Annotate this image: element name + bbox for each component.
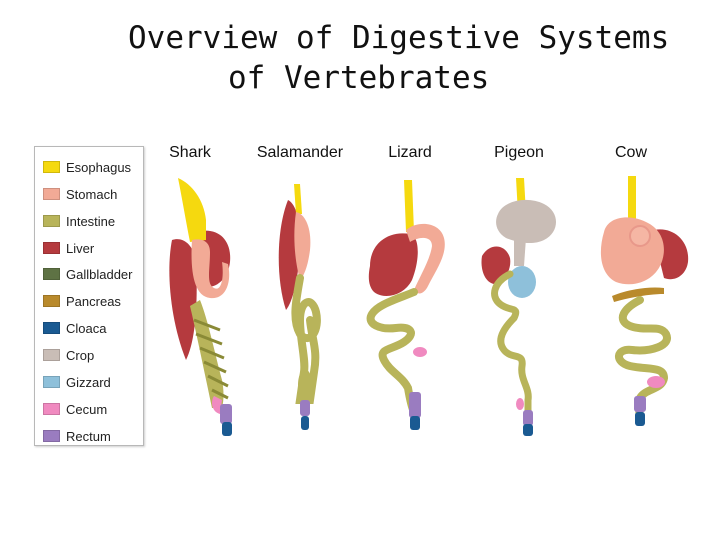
shark-stomach	[191, 239, 230, 299]
legend-swatch-cloaca	[43, 322, 60, 334]
column-label-salamander: Salamander	[256, 144, 344, 161]
legend-item-liver: Liver	[43, 240, 94, 256]
shark-liver	[169, 239, 197, 360]
cow-esophagus	[628, 176, 636, 222]
legend-swatch-pancreas	[43, 295, 60, 307]
salamander-stomach	[294, 212, 311, 280]
pigeon-digestive-system	[481, 178, 556, 436]
shark-digestive-system	[169, 178, 232, 436]
cow-stomach-chamber	[629, 225, 651, 247]
legend-label: Stomach	[66, 186, 118, 202]
legend-swatch-gallbladder	[43, 268, 60, 280]
legend-label: Cloaca	[66, 320, 107, 336]
column-label-pigeon: Pigeon	[494, 144, 544, 161]
legend-item-gallbladder: Gallbladder	[43, 266, 133, 282]
pigeon-gizzard	[508, 266, 536, 298]
column-label-lizard: Lizard	[388, 144, 432, 161]
diagram-title: Overview of Digestive Systems of Vertebr…	[120, 18, 680, 98]
lizard-intestine	[366, 288, 418, 416]
legend-label: Liver	[66, 240, 95, 256]
legend-item-cloaca: Cloaca	[43, 320, 106, 336]
salamander-rectum-bulge	[298, 369, 312, 401]
legend-item-rectum: Rectum	[43, 428, 111, 444]
pigeon-cloaca	[523, 424, 533, 436]
cow-rectum	[634, 396, 646, 412]
legend-swatch-liver	[43, 242, 60, 254]
pigeon-crop	[496, 199, 556, 244]
legend-swatch-stomach	[43, 188, 60, 200]
legend-swatch-rectum	[43, 430, 60, 442]
salamander-esophagus	[294, 184, 302, 214]
legend-swatch-intestine	[43, 215, 60, 227]
shark-rectum	[220, 404, 232, 424]
title-line-2: of Vertebrates	[228, 60, 490, 96]
legend-swatch-cecum	[43, 403, 60, 415]
lizard-rectum	[409, 392, 421, 418]
legend-item-esophagus: Esophagus	[43, 159, 131, 175]
pigeon-rectum	[523, 410, 533, 426]
lizard-stomach	[406, 223, 445, 294]
legend-swatch-gizzard	[43, 376, 60, 388]
legend-swatch-crop	[43, 349, 60, 361]
cow-digestive-system	[600, 176, 689, 426]
legend-item-crop: Crop	[43, 347, 94, 363]
lizard-liver	[368, 233, 418, 296]
lizard-esophagus	[404, 180, 414, 232]
legend-label: Intestine	[66, 213, 116, 229]
lizard-digestive-system	[366, 180, 445, 430]
pigeon-proventriculus	[514, 238, 526, 266]
cow-pancreas	[612, 287, 664, 302]
salamander-digestive-system	[278, 184, 321, 430]
legend-item-pancreas: Pancreas	[43, 293, 121, 309]
cow-stomach	[600, 217, 664, 285]
legend-label: Gallbladder	[66, 266, 133, 282]
pigeon-intestine	[491, 270, 532, 424]
cow-cloaca	[635, 412, 645, 426]
legend-label: Rectum	[66, 428, 111, 444]
lizard-cloaca	[410, 416, 420, 430]
pigeon-cecum	[516, 398, 524, 410]
legend-swatch-esophagus	[43, 161, 60, 173]
legend-item-stomach: Stomach	[43, 186, 117, 202]
salamander-intestine	[291, 274, 321, 404]
shark-esophagus	[178, 178, 206, 242]
legend-label: Gizzard	[66, 374, 111, 390]
column-label-cow: Cow	[614, 144, 648, 161]
salamander-rectum	[300, 400, 310, 416]
cow-intestine	[615, 296, 671, 424]
title-line-1: Overview of Digestive Systems	[128, 20, 670, 56]
legend-item-cecum: Cecum	[43, 401, 107, 417]
legend-item-gizzard: Gizzard	[43, 374, 111, 390]
organ-legend: Esophagus Stomach Intestine Liver Gallbl…	[34, 146, 144, 446]
salamander-cloaca	[301, 416, 309, 430]
shark-spiral-valve	[193, 318, 229, 400]
shark-rectal-gland	[212, 396, 222, 414]
lizard-cecum	[413, 347, 427, 357]
column-label-shark: Shark	[169, 144, 211, 161]
shark-cloaca	[222, 422, 232, 436]
legend-label: Pancreas	[66, 293, 121, 309]
legend-item-intestine: Intestine	[43, 213, 115, 229]
legend-label: Cecum	[66, 401, 108, 417]
legend-label: Crop	[66, 347, 95, 363]
cow-cecum	[647, 376, 665, 388]
legend-label: Esophagus	[66, 159, 132, 175]
